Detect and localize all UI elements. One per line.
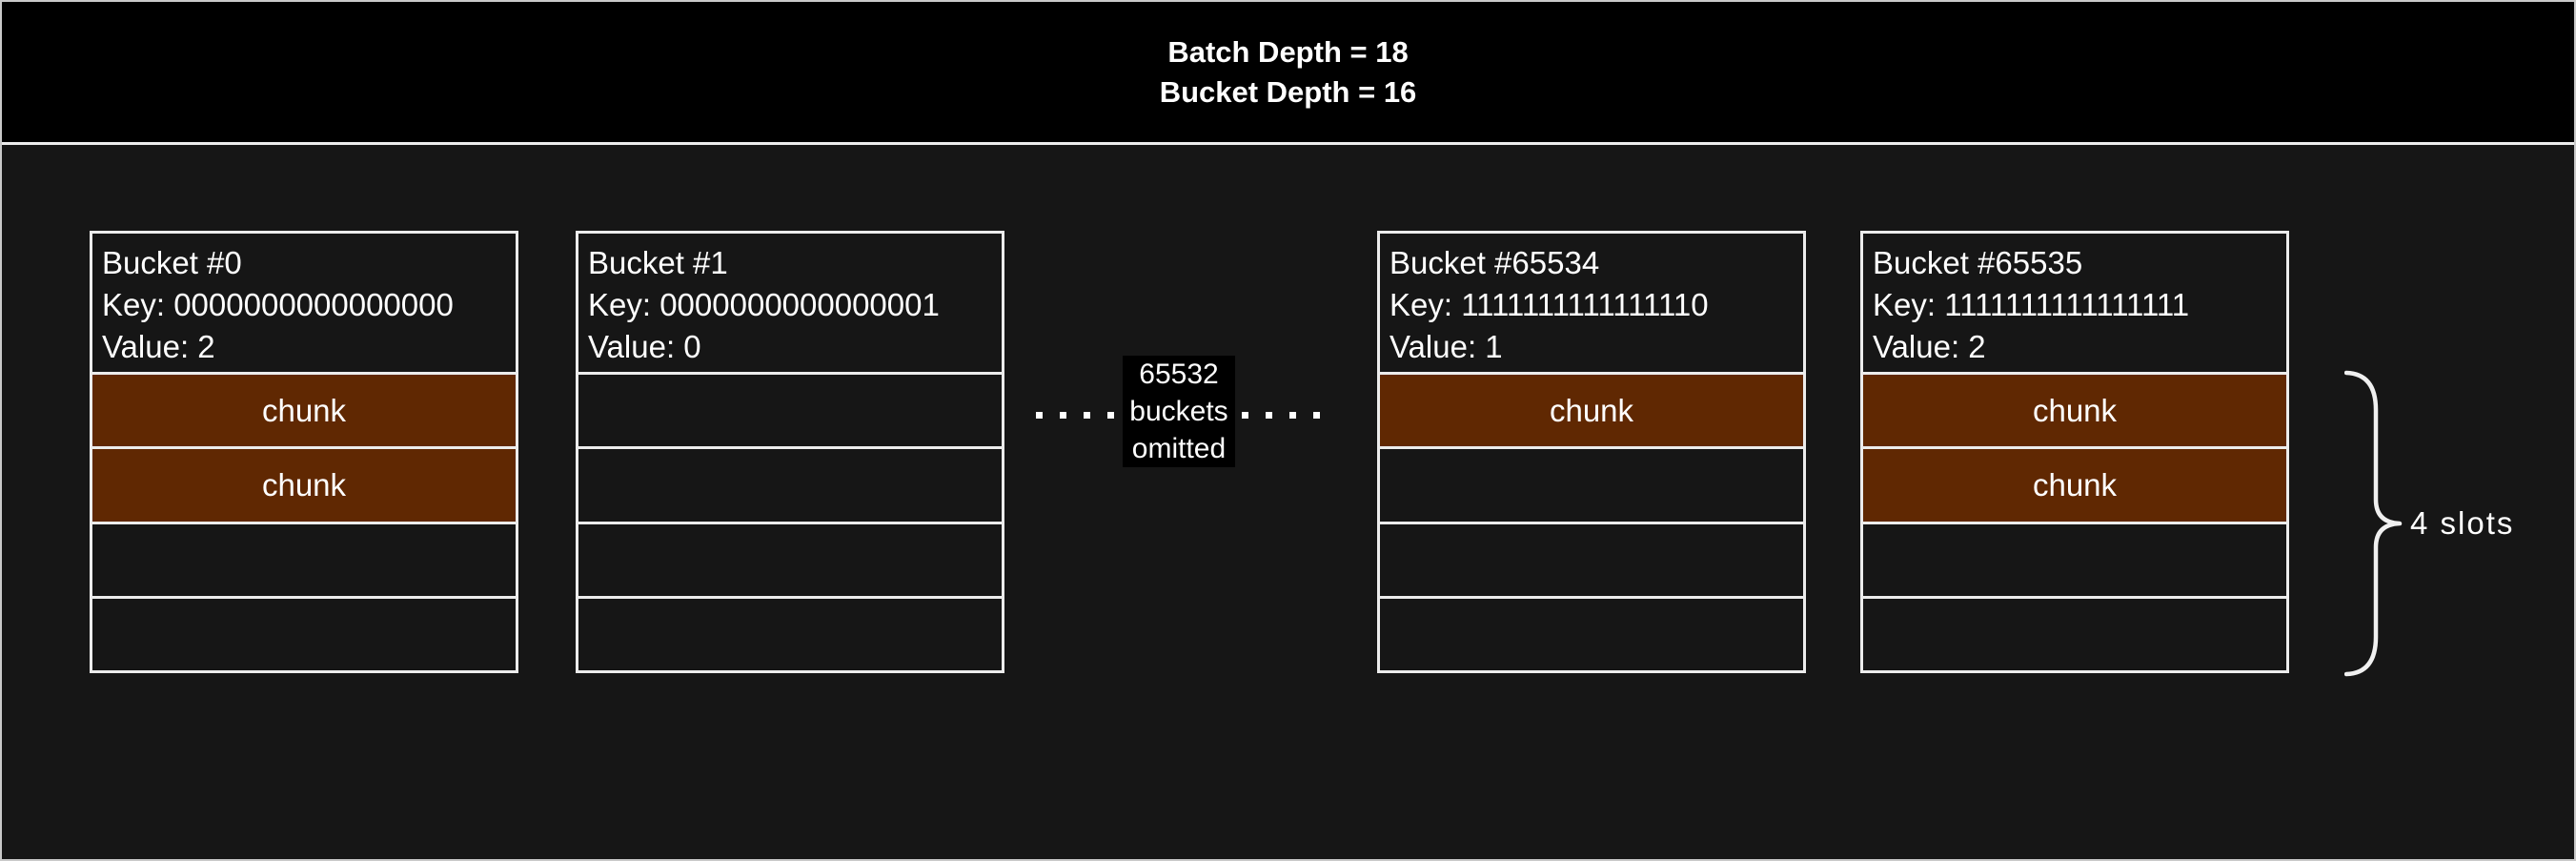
ellipsis-dot	[1036, 412, 1043, 419]
bucket-header: Bucket #65535 Key: 1111111111111111 Valu…	[1863, 234, 2286, 372]
omitted-ellipsis-left	[1036, 412, 1114, 419]
bucket-header: Bucket #1 Key: 0000000000000001 Value: 0	[578, 234, 1002, 372]
slot-chunk: chunk	[92, 372, 516, 447]
slot-empty	[578, 372, 1002, 446]
bucket-value: Value: 2	[1873, 329, 1986, 364]
ellipsis-dot	[1084, 412, 1090, 419]
ellipsis-dot	[1313, 412, 1320, 419]
slots-count-label: 4 slots	[2410, 505, 2515, 541]
bucket-key: Key: 1111111111111110	[1389, 287, 1709, 322]
bucket-key: Key: 0000000000000000	[102, 287, 454, 322]
ellipsis-dot	[1060, 412, 1066, 419]
bucket-slots	[578, 372, 1002, 670]
slot-empty	[92, 521, 516, 596]
batch-depth-text: Batch Depth = 18	[1167, 34, 1409, 69]
bucket-value: Value: 2	[102, 329, 215, 364]
slot-empty	[578, 595, 1002, 670]
ellipsis-dot	[1107, 412, 1114, 419]
slot-chunk: chunk	[92, 446, 516, 522]
bucket-depth-text: Bucket Depth = 16	[1159, 74, 1417, 109]
slot-empty	[578, 521, 1002, 596]
curly-brace	[2344, 370, 2403, 677]
slot-empty	[92, 595, 516, 670]
ellipsis-dot	[1289, 412, 1296, 419]
slot-empty	[578, 446, 1002, 521]
slot-chunk: chunk	[1863, 446, 2286, 522]
bucket-65535: Bucket #65535 Key: 1111111111111111 Valu…	[1860, 231, 2289, 673]
slot-empty	[1380, 446, 1803, 521]
slot-empty	[1380, 521, 1803, 596]
bucket-value: Value: 0	[588, 329, 701, 364]
bucket-1: Bucket #1 Key: 0000000000000001 Value: 0	[576, 231, 1004, 673]
bucket-title: Bucket #65534	[1389, 245, 1600, 280]
bucket-title: Bucket #1	[588, 245, 728, 280]
bucket-value: Value: 1	[1389, 329, 1503, 364]
slot-empty	[1863, 595, 2286, 670]
omitted-omitted-text: omitted	[1131, 433, 1227, 464]
bucket-header: Bucket #0 Key: 0000000000000000 Value: 2	[92, 234, 516, 372]
omitted-count-text: 65532	[1139, 359, 1219, 390]
bucket-65534: Bucket #65534 Key: 1111111111111110 Valu…	[1377, 231, 1806, 673]
slot-empty	[1380, 595, 1803, 670]
omitted-buckets-text: buckets	[1129, 396, 1228, 427]
bucket-slots: chunk	[1380, 372, 1803, 670]
bucket-0: Bucket #0 Key: 0000000000000000 Value: 2…	[90, 231, 518, 673]
bucket-key: Key: 0000000000000001	[588, 287, 940, 322]
slot-chunk: chunk	[1380, 372, 1803, 447]
omitted-buckets-label: 65532 buckets omitted	[1123, 356, 1235, 467]
bucket-key: Key: 1111111111111111	[1873, 287, 2190, 322]
ellipsis-dot	[1266, 412, 1272, 419]
omitted-ellipsis-right	[1242, 412, 1320, 419]
slot-empty	[1863, 521, 2286, 596]
bucket-header: Bucket #65534 Key: 1111111111111110 Valu…	[1380, 234, 1803, 372]
bucket-title: Bucket #65535	[1873, 245, 2083, 280]
bucket-title: Bucket #0	[102, 245, 242, 280]
slot-chunk: chunk	[1863, 372, 2286, 447]
header-band: Batch Depth = 18 Bucket Depth = 16	[2, 2, 2574, 145]
ellipsis-dot	[1242, 412, 1248, 419]
